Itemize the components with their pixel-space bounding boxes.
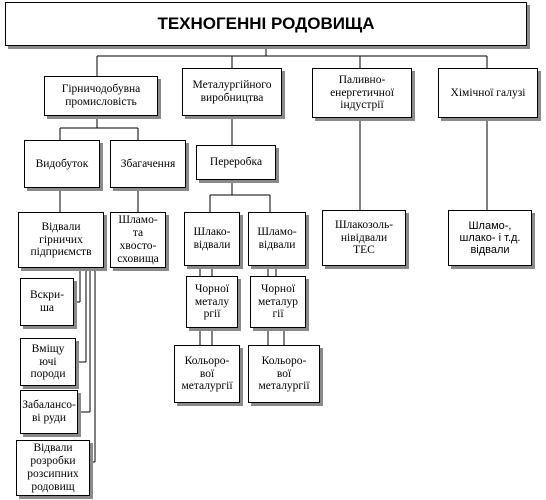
- industry-chemical: Хімічної галузі: [438, 68, 538, 118]
- industry-fuel-energy-label: Паливно- енергетичної індустрії: [330, 73, 394, 112]
- waste-chemical-dumps: Шламо-, шлако- і т.д. відвали: [448, 210, 532, 266]
- metallurgy-nonferrous-sludge-label: Кольоро- вої металургії: [258, 354, 310, 393]
- waste-sludge-dumps: Шламо- відвали: [248, 212, 306, 266]
- process-enrichment-label: Збагачення: [120, 157, 176, 170]
- waste-tailings: Шламо- та хвосто- сховища: [110, 212, 166, 268]
- process-extraction-label: Видобуток: [35, 157, 89, 170]
- metallurgy-nonferrous-slag-label: Кольоро- вої металургії: [181, 354, 233, 393]
- metallurgy-ferrous-sludge-label: Чорної металур гії: [258, 282, 298, 321]
- waste-tpp-dumps: Шлакозоль- нівідвали ТЕС: [322, 210, 406, 266]
- waste-tailings-label: Шламо- та хвосто- сховища: [117, 214, 159, 265]
- metallurgy-nonferrous-slag: Кольоро- вої металургії: [174, 345, 240, 403]
- industry-mining: Гірничодобувна промисловість: [44, 76, 158, 116]
- mining-host-rocks-label: Вміщу ючі породи: [30, 342, 66, 381]
- process-processing: Переробка: [196, 145, 276, 180]
- mining-overburden: Вскри- ша: [20, 278, 74, 326]
- waste-slag-dumps-label: Шлако- відвали: [193, 226, 231, 251]
- mining-placer-dumps-label: Відвали розробки розсипних родовищ: [27, 442, 79, 493]
- industry-mining-label: Гірничодобувна промисловість: [61, 83, 141, 108]
- diagram-title: ТЕХНОГЕННІ РОДОВИЩА: [5, 2, 527, 46]
- mining-overburden-label: Вскри- ша: [29, 289, 65, 314]
- waste-mining-dumps: Відвали гірничих підприємств: [18, 212, 104, 268]
- metallurgy-ferrous-sludge: Чорної металур гії: [250, 276, 306, 328]
- metallurgy-nonferrous-sludge: Кольоро- вої металургії: [248, 345, 320, 403]
- process-enrichment: Збагачення: [110, 140, 186, 188]
- mining-offbalance-ores: Забалансо- ві руди: [20, 390, 78, 434]
- process-extraction: Видобуток: [24, 140, 100, 188]
- industry-metallurgy-label: Металургійного виробництва: [192, 79, 272, 104]
- process-processing-label: Переробка: [209, 156, 263, 169]
- industry-metallurgy: Металургійного виробництва: [182, 68, 282, 116]
- metallurgy-ferrous-slag: Чорної металу ргії: [186, 276, 238, 328]
- waste-sludge-dumps-label: Шламо- відвали: [257, 226, 297, 251]
- mining-placer-dumps: Відвали розробки розсипних родовищ: [16, 440, 90, 496]
- waste-chemical-dumps-label: Шламо-, шлако- і т.д. відвали: [459, 219, 521, 257]
- waste-slag-dumps: Шлако- відвали: [184, 212, 240, 266]
- mining-offbalance-ores-label: Забалансо- ві руди: [22, 399, 76, 424]
- industry-chemical-label: Хімічної галузі: [450, 86, 526, 99]
- waste-tpp-dumps-label: Шлакозоль- нівідвали ТЕС: [334, 218, 394, 257]
- diagram-title-text: ТЕХНОГЕННІ РОДОВИЩА: [157, 14, 375, 34]
- industry-fuel-energy: Паливно- енергетичної індустрії: [312, 68, 412, 118]
- mining-host-rocks: Вміщу ючі породи: [20, 338, 76, 386]
- waste-mining-dumps-label: Відвали гірничих підприємств: [30, 220, 92, 259]
- metallurgy-ferrous-slag-label: Чорної металу ргії: [194, 282, 230, 321]
